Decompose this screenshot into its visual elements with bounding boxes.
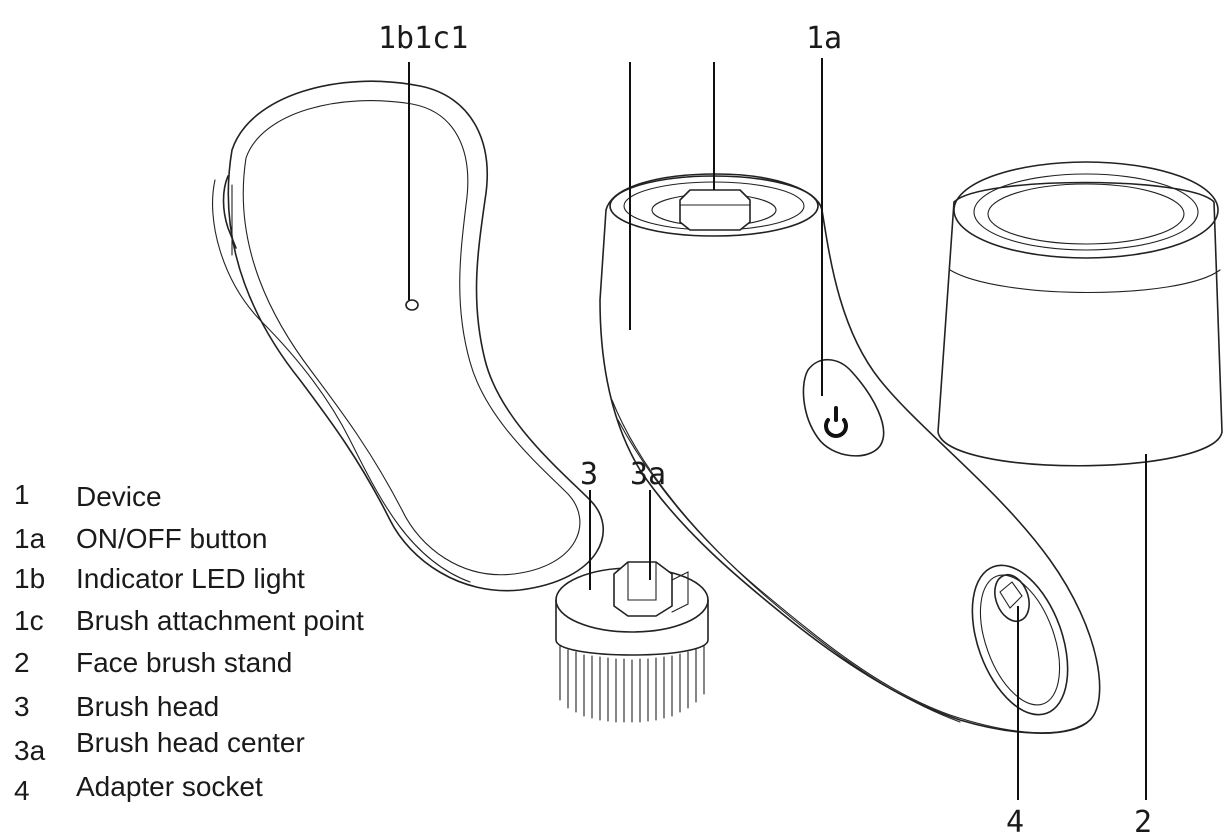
legend-item: 4 Adapter socket bbox=[14, 771, 263, 806]
legend-item: 3 Brush head bbox=[14, 691, 219, 722]
legend-key: 2 bbox=[14, 647, 30, 678]
legend-label: Adapter socket bbox=[76, 771, 263, 802]
callout-1a: 1a bbox=[806, 21, 842, 56]
brush-head-center bbox=[613, 561, 673, 617]
legend-label: Indicator LED light bbox=[76, 563, 305, 594]
legend-key: 1 bbox=[14, 479, 30, 510]
legend-key: 1c bbox=[14, 605, 44, 636]
legend-item: 1 Device bbox=[14, 479, 162, 512]
legend-key: 3a bbox=[14, 735, 46, 766]
callout-1b1c1: 1b1c1 bbox=[378, 21, 468, 56]
legend-label: Brush head bbox=[76, 691, 219, 722]
callout-2: 2 bbox=[1134, 805, 1152, 840]
device-side-view bbox=[599, 173, 1101, 734]
power-icon bbox=[824, 406, 848, 438]
legend-label: Face brush stand bbox=[76, 647, 292, 678]
device-back-view bbox=[212, 80, 605, 592]
legend-label: Device bbox=[76, 481, 162, 512]
legend-item: 1c Brush attachment point bbox=[14, 605, 364, 636]
legend-key: 4 bbox=[14, 775, 30, 806]
callout-4: 4 bbox=[1006, 805, 1024, 840]
legend-label: Brush attachment point bbox=[76, 605, 364, 636]
legend-key: 3 bbox=[14, 691, 30, 722]
legend-item: 3a Brush head center bbox=[14, 727, 305, 766]
adapter-socket bbox=[994, 573, 1030, 623]
face-brush-stand bbox=[937, 161, 1223, 467]
legend-label: Brush head center bbox=[76, 727, 305, 758]
legend: 1 Device 1a ON/OFF button 1b Indicator L… bbox=[14, 479, 364, 806]
callout-3a: 3a bbox=[630, 457, 666, 492]
legend-key: 1b bbox=[14, 563, 45, 594]
legend-item: 2 Face brush stand bbox=[14, 647, 292, 678]
legend-item: 1b Indicator LED light bbox=[14, 563, 305, 594]
leader-lines bbox=[408, 58, 1147, 800]
callout-3: 3 bbox=[580, 457, 598, 492]
brush-bristles bbox=[559, 644, 705, 723]
power-button bbox=[802, 358, 885, 457]
legend-item: 1a ON/OFF button bbox=[14, 523, 267, 554]
brush-head bbox=[555, 561, 709, 723]
legend-label: ON/OFF button bbox=[76, 523, 267, 554]
legend-key: 1a bbox=[14, 523, 46, 554]
